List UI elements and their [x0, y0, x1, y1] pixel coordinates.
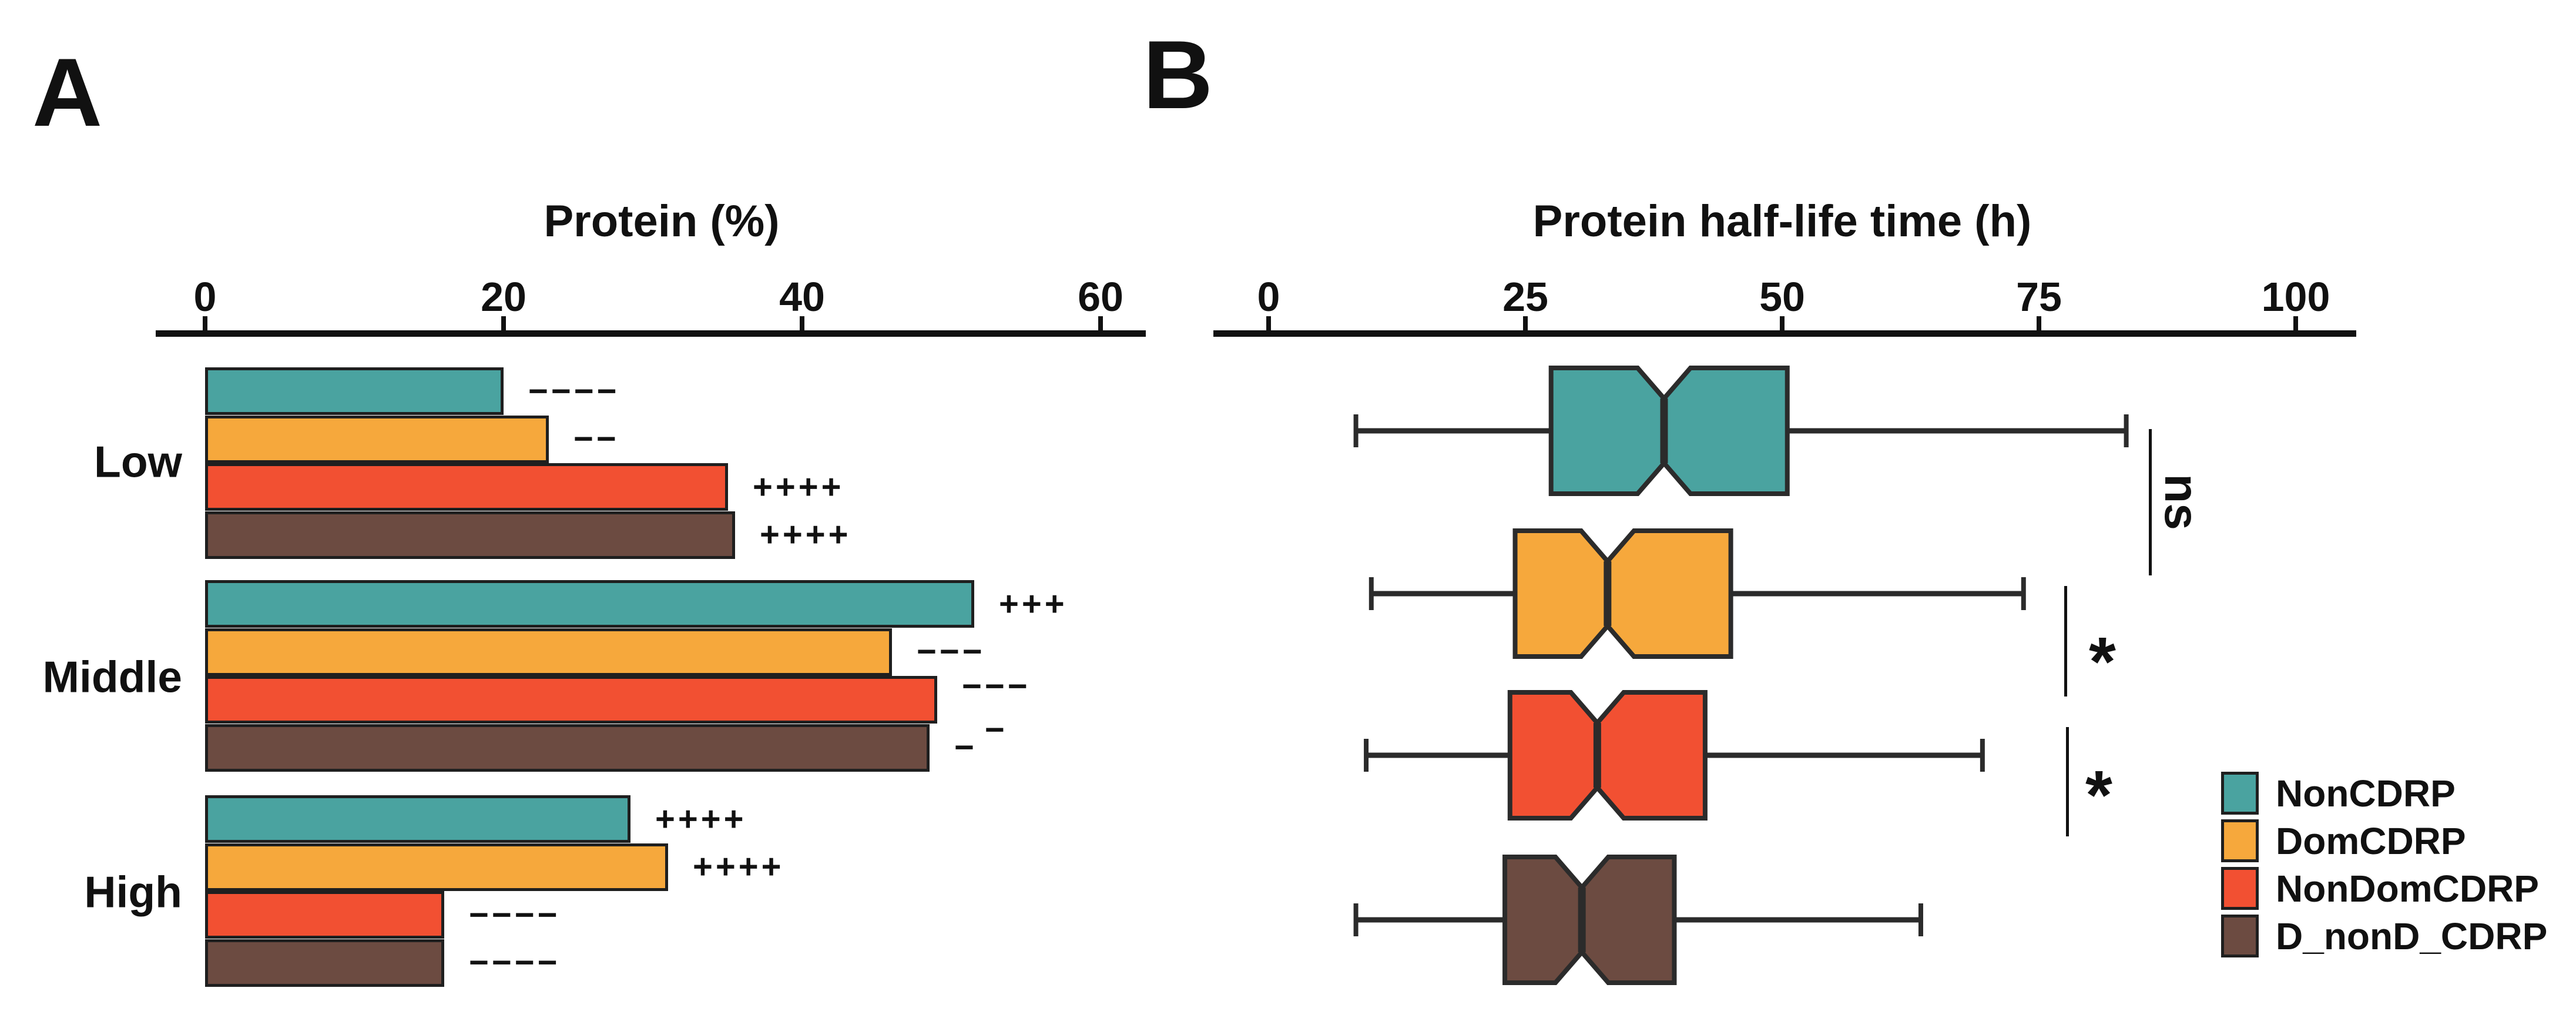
- legend-swatch: [2221, 772, 2259, 815]
- legend-item-label: NonDomCDRP: [2276, 867, 2539, 910]
- group-label-middle: Middle: [42, 652, 183, 702]
- significance-annotation: −−−−: [469, 943, 561, 982]
- panel-a-tickmark: [501, 316, 506, 330]
- notched-box-d_nond_cdrp: [1502, 855, 1677, 985]
- panel-b-tick-25: 25: [1502, 274, 1548, 320]
- group-label-low: Low: [94, 437, 182, 487]
- bar-nondomcdrp-high: [205, 891, 444, 939]
- significance-annotation: +++: [999, 584, 1068, 623]
- panel-b-axis-title: Protein half-life time (h): [1532, 196, 2032, 246]
- panel-a-label: A: [32, 38, 103, 146]
- panel-a-axis-title: Protein (%): [544, 196, 780, 246]
- bar-domcdrp-low: [205, 415, 549, 463]
- panel-b-tickmark: [1266, 316, 1271, 330]
- bar-domcdrp-high: [205, 843, 668, 891]
- legend-item-label: DomCDRP: [2276, 819, 2466, 862]
- significance-label-star-2: *: [2085, 756, 2112, 835]
- panel-b-tick-0: 0: [1257, 274, 1280, 320]
- panel-b-axis-line: [1213, 330, 2356, 337]
- panel-b-tick-75: 75: [2016, 274, 2062, 320]
- legend-swatch: [2221, 915, 2259, 957]
- significance-annotation: −−−−: [469, 895, 561, 934]
- panel-a-axis-line: [156, 330, 1146, 337]
- group-label-high: High: [84, 867, 182, 917]
- notched-box-nondomcdrp: [1507, 690, 1708, 821]
- significance-annotation: ++++: [655, 799, 747, 838]
- significance-bracket-1: [2064, 586, 2067, 696]
- bar-d_nond_cdrp-middle: [205, 724, 930, 772]
- legend-item-label: NonCDRP: [2276, 772, 2456, 815]
- significance-label-ns: ns: [2155, 474, 2208, 530]
- legend-swatch: [2221, 819, 2259, 862]
- panel-a-tick-60: 60: [1078, 274, 1123, 320]
- bar-nondomcdrp-middle: [205, 676, 937, 724]
- significance-annotation: −−: [573, 419, 619, 458]
- bar-domcdrp-middle: [205, 628, 892, 676]
- significance-annotation: ++++: [693, 847, 784, 886]
- panel-a-tickmark: [800, 316, 804, 330]
- significance-annotation: −: [954, 728, 977, 766]
- bar-noncdrp-low: [205, 367, 504, 415]
- panel-b-label: B: [1143, 21, 1213, 129]
- bar-d_nond_cdrp-high: [205, 939, 444, 987]
- panel-a-tickmark: [203, 316, 207, 330]
- panel-b-tick-50: 50: [1759, 274, 1805, 320]
- panel-b-tickmark: [2293, 316, 2298, 330]
- panel-b-tickmark: [2037, 316, 2041, 330]
- significance-annotation: −−− −: [962, 667, 1031, 749]
- panel-b-tickmark: [1523, 316, 1528, 330]
- bar-d_nond_cdrp-low: [205, 511, 735, 559]
- significance-bracket-2: [2066, 727, 2069, 836]
- significance-annotation: ++++: [760, 515, 851, 554]
- panel-a-tick-0: 0: [193, 274, 217, 320]
- significance-annotation: −−−−: [528, 371, 620, 410]
- significance-annotation: −−−: [917, 632, 985, 671]
- legend-item-label: D_nonD_CDRP: [2276, 915, 2548, 957]
- bar-nondomcdrp-low: [205, 463, 728, 511]
- significance-annotation: ++++: [753, 467, 844, 506]
- legend-swatch: [2221, 867, 2259, 910]
- panel-a-tickmark: [1098, 316, 1103, 330]
- panel-b-tickmark: [1780, 316, 1785, 330]
- notched-box-domcdrp: [1512, 528, 1733, 659]
- notched-box-noncdrp: [1548, 366, 1790, 496]
- bar-noncdrp-middle: [205, 580, 974, 628]
- panel-a-tick-40: 40: [779, 274, 825, 320]
- significance-bracket-ns: [2149, 429, 2152, 575]
- panel-a-tick-20: 20: [481, 274, 526, 320]
- significance-label-star-1: *: [2089, 623, 2116, 701]
- bar-noncdrp-high: [205, 795, 630, 843]
- panel-b-tick-100: 100: [2261, 274, 2330, 320]
